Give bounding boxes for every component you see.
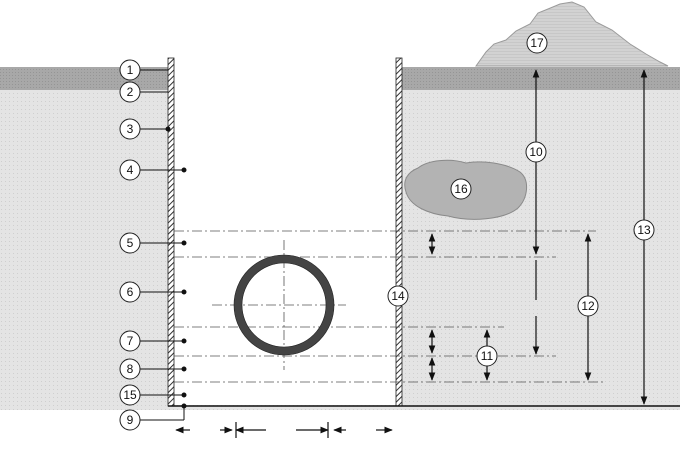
callout-13: 13 (633, 219, 655, 241)
callout-circle (387, 285, 409, 307)
callout-label: 8 (127, 362, 134, 376)
callout-circle (119, 118, 141, 140)
callout-3: 3 (119, 118, 141, 140)
callout-15: 15 (119, 384, 141, 406)
callout-5: 5 (119, 232, 141, 254)
pipe-inner (241, 262, 327, 348)
callout-17: 17 (526, 32, 548, 54)
callout-circle (476, 345, 498, 367)
callout-label: 7 (127, 334, 134, 348)
soil-left (0, 90, 168, 410)
zone-lines (174, 230, 606, 383)
trench-wall-left (167, 57, 175, 407)
soil-right (402, 90, 680, 410)
callout-circle (450, 178, 472, 200)
callout-circle (119, 81, 141, 103)
callout-7: 7 (119, 330, 141, 352)
pipe (234, 255, 334, 355)
pipe-outer (233, 254, 335, 356)
spoil-heap (475, 1, 669, 67)
width-arrows (175, 422, 393, 438)
callout-10: 10 (525, 141, 547, 163)
callout-circle (119, 409, 141, 431)
callout-label: 5 (127, 236, 134, 250)
callout-16: 16 (450, 178, 472, 200)
callout-label: 14 (391, 289, 405, 303)
callout-2: 2 (119, 81, 141, 103)
callout-circle (526, 32, 548, 54)
callout-11: 11 (476, 345, 498, 367)
callout-label: 13 (637, 223, 651, 237)
callout-label: 9 (127, 413, 134, 427)
callout-label: 3 (127, 122, 134, 136)
callout-circle (577, 295, 599, 317)
callout-6: 6 (119, 281, 141, 303)
trench-wall-right (395, 57, 403, 407)
callout-circle (633, 219, 655, 241)
callout-label: 12 (581, 299, 595, 313)
callout-12: 12 (577, 295, 599, 317)
callout-9: 9 (119, 409, 141, 431)
callout-label: 15 (123, 388, 137, 402)
callout-4: 4 (119, 159, 141, 181)
callout-14: 14 (387, 285, 409, 307)
callout-label: 11 (481, 349, 494, 363)
callout-label: 2 (127, 85, 134, 99)
callout-label: 16 (454, 182, 468, 196)
callout-label: 10 (529, 145, 543, 159)
callout-label: 1 (127, 63, 134, 77)
callout-circle (119, 59, 141, 81)
callout-label: 4 (127, 163, 134, 177)
callout-circle (119, 232, 141, 254)
callout-circle (119, 330, 141, 352)
callout-1: 1 (119, 59, 141, 81)
callout-label: 17 (530, 36, 544, 50)
callout-circle (119, 384, 141, 406)
callout-circle (119, 159, 141, 181)
callout-circle (119, 281, 141, 303)
callout-circle (525, 141, 547, 163)
callout-label: 6 (127, 285, 134, 299)
surface-layer-right (402, 67, 680, 90)
soil-below-trench (168, 405, 402, 410)
callout-8: 8 (119, 358, 141, 380)
leader-lines (140, 69, 187, 421)
callout-circle (119, 358, 141, 380)
